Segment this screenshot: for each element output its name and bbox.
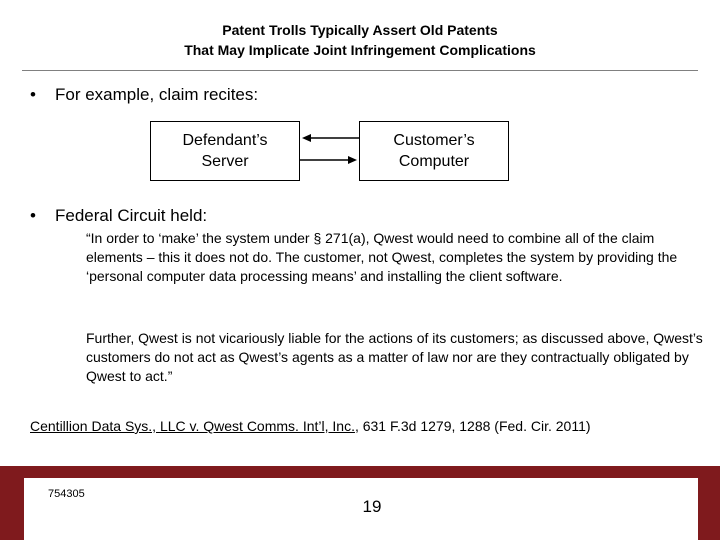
quote-paragraph-2: Further, Qwest is not vicariously liable… bbox=[86, 330, 703, 384]
bullet-item-example: • For example, claim recites: bbox=[30, 84, 258, 106]
customers-computer-label-line-1: Customer’s bbox=[393, 132, 475, 149]
bullet-item-holding: • Federal Circuit held: bbox=[30, 205, 207, 227]
slide-title-line-2: That May Implicate Joint Infringement Co… bbox=[184, 42, 536, 58]
page-number: 19 bbox=[362, 497, 382, 516]
arrow-top-to-server bbox=[302, 134, 359, 142]
defendants-server-box: Defendant’s Server bbox=[150, 121, 300, 181]
title-divider bbox=[22, 70, 698, 71]
bullet-text: Federal Circuit held: bbox=[55, 206, 208, 225]
defendants-server-label-line-2: Server bbox=[201, 153, 249, 170]
footer-panel bbox=[24, 478, 698, 540]
reporter-citation: , 631 F.3d 1279, 1288 (Fed. Cir. 2011) bbox=[354, 418, 591, 434]
customers-computer-label-line-2: Computer bbox=[398, 153, 470, 170]
case-name: Centillion Data Sys., LLC v. Qwest Comms… bbox=[30, 418, 355, 434]
arrow-bottom-to-computer bbox=[300, 156, 357, 164]
bullet-symbol: • bbox=[30, 206, 36, 225]
bullet-text: For example, claim recites: bbox=[55, 85, 259, 104]
case-citation: Centillion Data Sys., LLC v. Qwest Comms… bbox=[30, 417, 591, 436]
bullet-symbol: • bbox=[30, 85, 36, 104]
bidirectional-arrow bbox=[300, 134, 359, 164]
defendants-server-label-line-1: Defendant’s bbox=[182, 132, 268, 149]
document-number: 754305 bbox=[48, 488, 85, 500]
customers-computer-box: Customer’s Computer bbox=[359, 121, 509, 181]
slide-title-line-1: Patent Trolls Typically Assert Old Paten… bbox=[222, 22, 498, 38]
quote-paragraph-1: “In order to ‘make’ the system under § 2… bbox=[86, 230, 678, 284]
slide-title: Patent Trolls Typically Assert Old Paten… bbox=[0, 20, 720, 60]
